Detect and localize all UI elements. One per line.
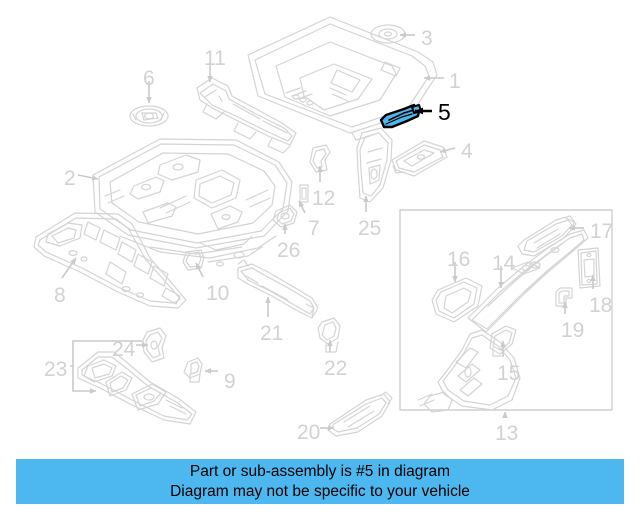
caption-line-1: Part or sub-assembly is #5 in diagram [189,462,451,480]
callout-number-21: 21 [260,322,284,345]
callout-number-26: 26 [277,239,301,262]
callout-number-14: 14 [492,252,516,275]
callout-number-3: 3 [421,27,433,50]
callout-number-15: 15 [497,362,521,385]
callout-number-12: 12 [312,187,336,210]
callout-number-7: 7 [308,217,320,240]
callout-number-11: 11 [204,47,226,70]
callout-number-23: 23 [44,358,68,381]
callout-number-16: 16 [447,248,471,271]
callout-number-24: 24 [112,338,136,361]
callout-number-9: 9 [224,370,236,393]
callout-number-19: 19 [561,319,585,342]
callout-number-2: 2 [64,167,76,190]
callout-number-17: 17 [590,220,614,243]
callout-number-22: 22 [324,357,348,380]
callout-number-1: 1 [449,70,461,93]
callout-number-6: 6 [143,67,155,90]
callout-number-13: 13 [495,422,519,445]
callout-number-10: 10 [206,282,230,305]
caption-line-2: Diagram may not be specific to your vehi… [170,482,470,500]
callout-number-25: 25 [358,217,382,240]
callout-number-5: 5 [438,99,451,125]
callout-number-8: 8 [54,284,66,307]
caption-bar: Part or sub-assembly is #5 in diagram Di… [16,459,624,504]
callout-arrows [61,32,596,431]
callout-number-4: 4 [461,140,473,163]
callout-number-20: 20 [297,421,321,444]
callout-number-18: 18 [589,294,613,317]
